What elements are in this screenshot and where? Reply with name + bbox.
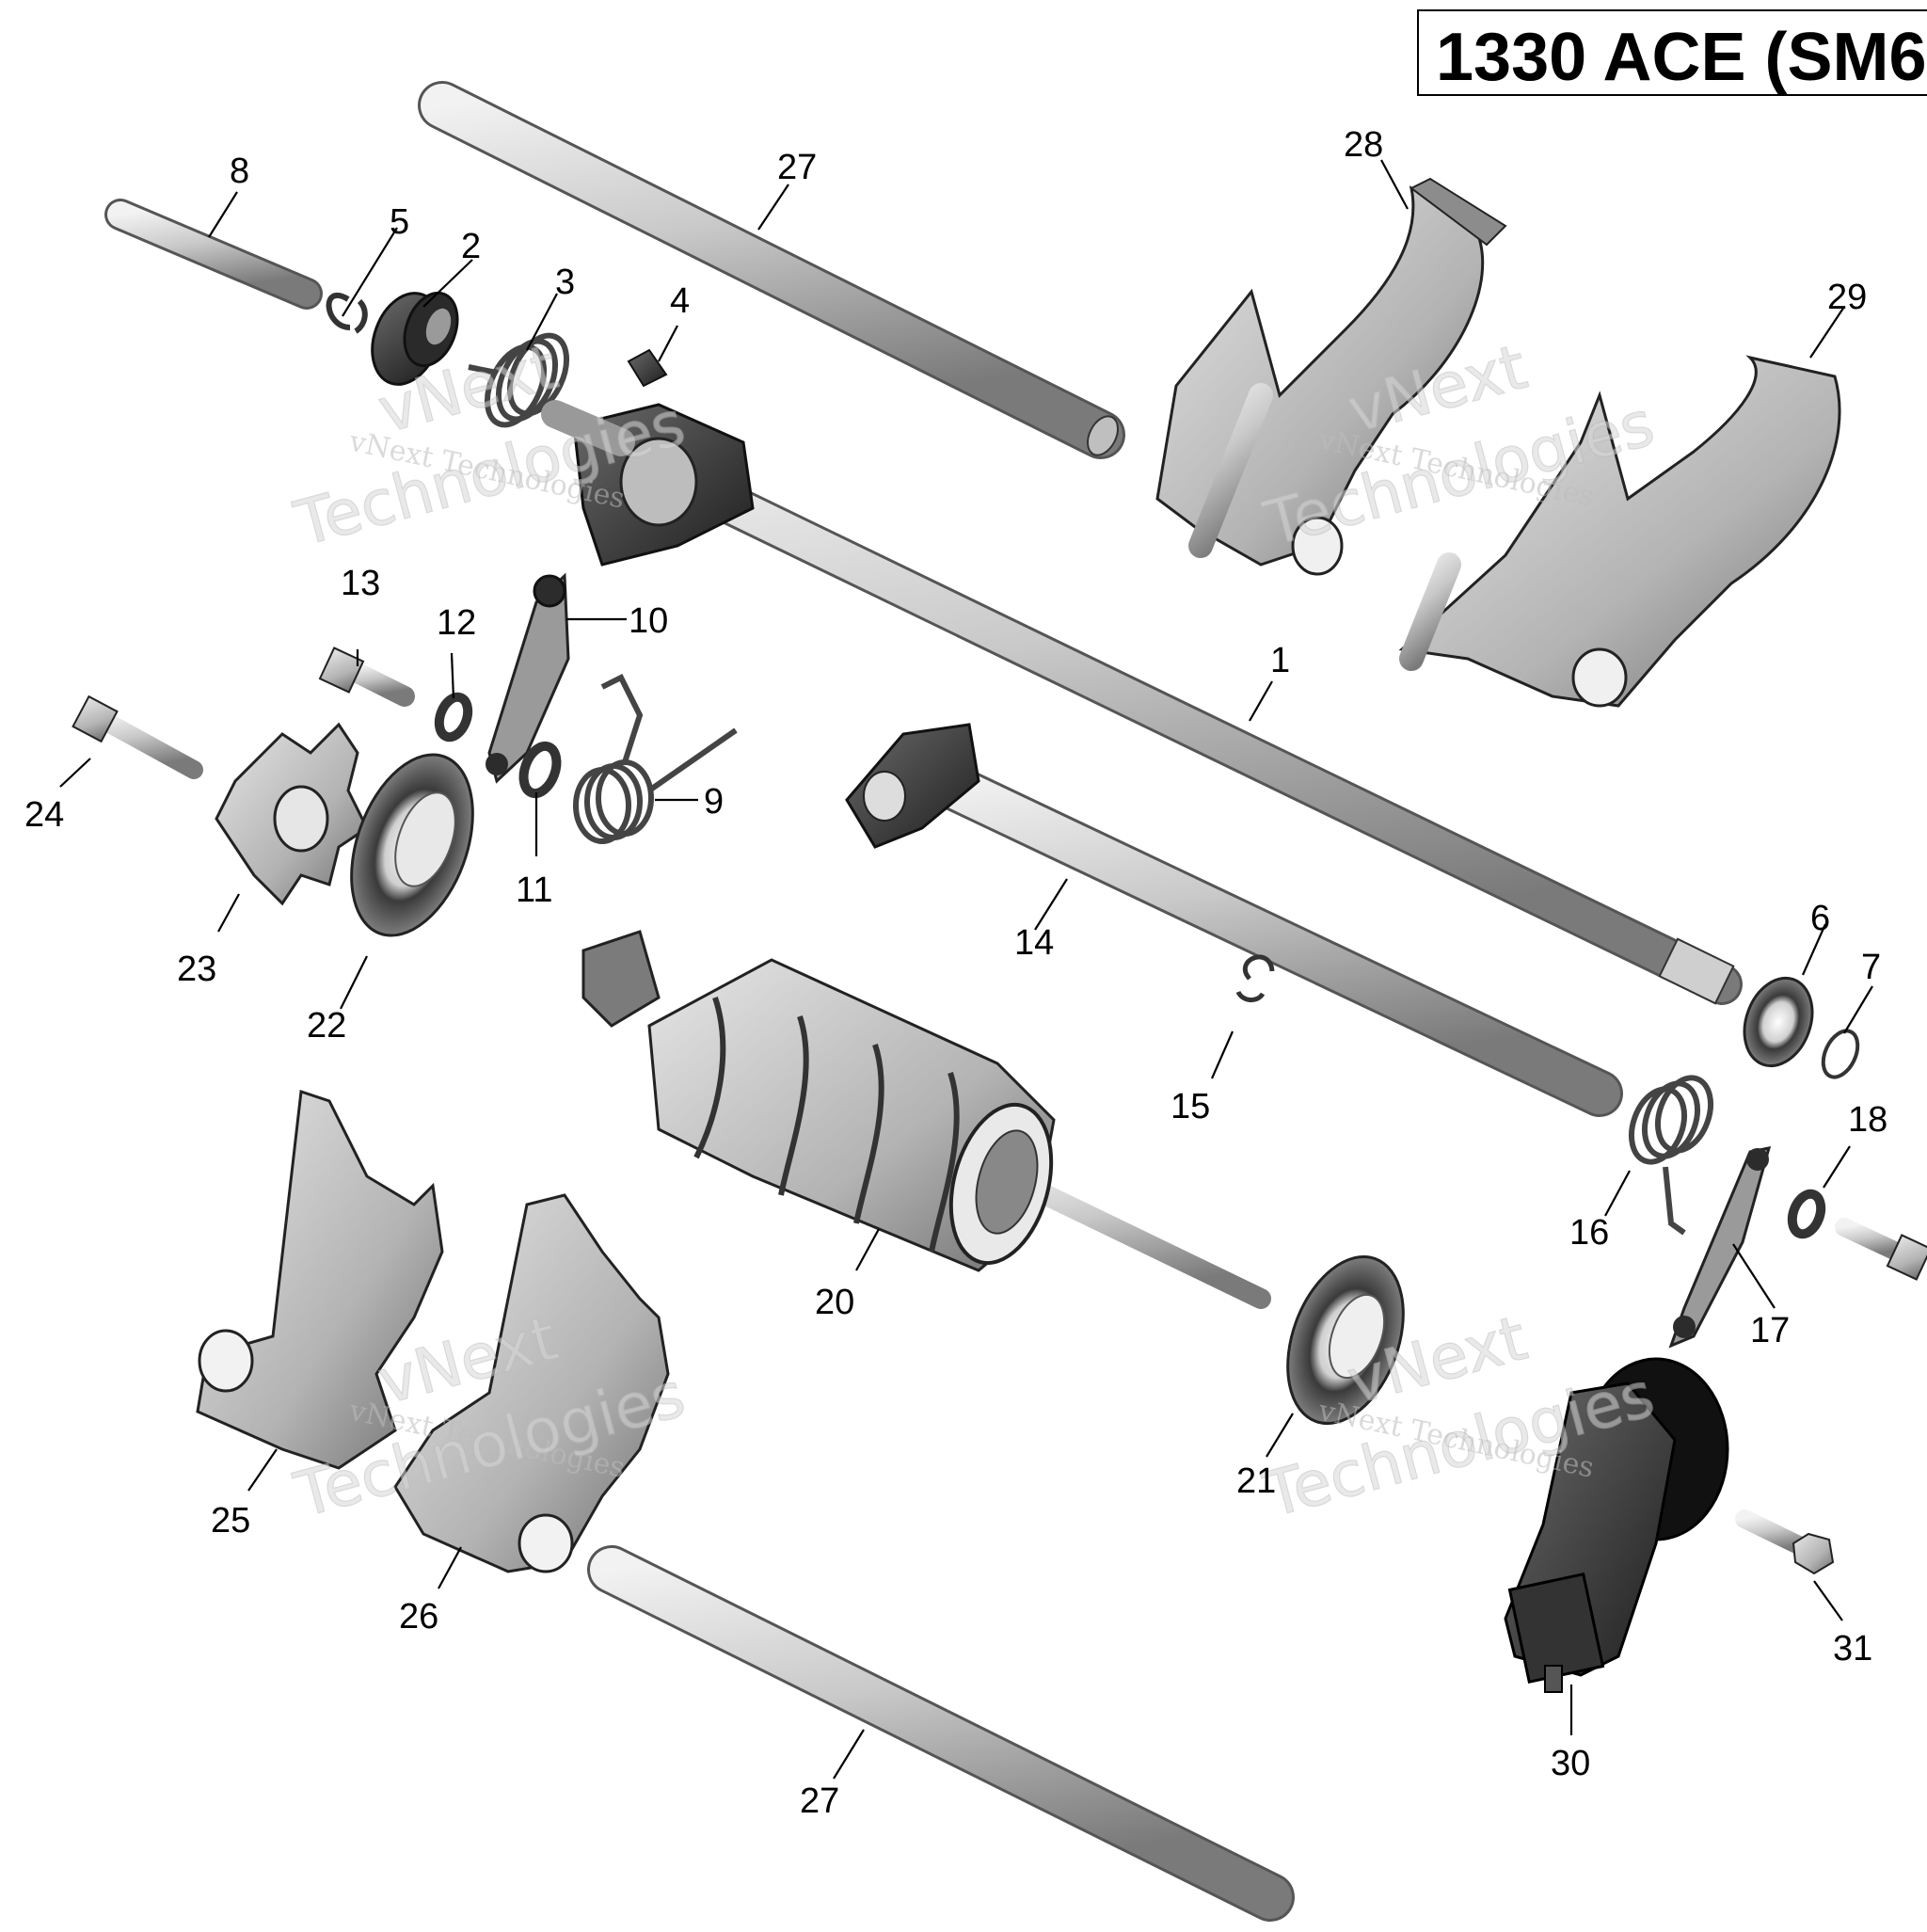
part-15-circlip (1235, 954, 1275, 1002)
part-9-torsion-spring (573, 673, 738, 844)
part-18-washer (1787, 1189, 1826, 1239)
leader-lines (59, 159, 1873, 1780)
callout-3: 3 (555, 263, 575, 302)
callout-21: 21 (1236, 1461, 1276, 1501)
model-title: 1330 ACE (SM6 (1436, 20, 1927, 95)
part-28-shift-fork (1155, 177, 1507, 576)
callout-labels: 8 5 2 3 4 27 28 29 1 10 12 13 9 11 24 14… (24, 125, 1887, 1821)
callout-29: 29 (1827, 278, 1867, 317)
callout-12: 12 (437, 603, 476, 643)
callout-2: 2 (461, 227, 481, 266)
part-22-bearing (350, 753, 474, 937)
callout-11: 11 (516, 870, 552, 910)
callout-20: 20 (815, 1283, 854, 1322)
part-30-position-sensor (1504, 1357, 1729, 1693)
callout-28: 28 (1344, 125, 1383, 165)
part-14-shaft (845, 723, 1623, 1117)
callout-23: 23 (177, 950, 216, 989)
part-4-key (627, 348, 668, 388)
callout-1: 1 (1270, 641, 1290, 680)
callout-16: 16 (1569, 1213, 1609, 1253)
callout-14: 14 (1014, 923, 1054, 963)
part-1-shift-shaft (541, 400, 1743, 1005)
callout-27-top: 27 (777, 148, 817, 187)
part-20-shift-drum (581, 930, 1271, 1309)
part-27-upper-shaft (418, 81, 1125, 459)
part-7-o-ring (1821, 1029, 1860, 1079)
part-25-shift-fork (196, 1089, 444, 1470)
callout-27-bottom: 27 (800, 1781, 839, 1821)
part-2-bushing (371, 291, 459, 386)
callout-9: 9 (704, 782, 724, 822)
callout-24: 24 (24, 795, 64, 835)
part-6-collar (1743, 976, 1814, 1068)
part-5-circlip (326, 293, 368, 334)
callout-8: 8 (230, 152, 249, 191)
callout-13: 13 (341, 564, 380, 603)
callout-30: 30 (1551, 1744, 1590, 1783)
callout-4: 4 (670, 281, 690, 321)
part-26-shift-fork (393, 1193, 670, 1573)
part-12-washer (434, 692, 473, 742)
part-11-washer (518, 741, 562, 799)
callout-10: 10 (629, 601, 668, 641)
part-27-lower-shaft (587, 1545, 1295, 1922)
callout-22: 22 (307, 1006, 346, 1046)
callout-31: 31 (1833, 1629, 1872, 1669)
part-16-spring (1628, 1075, 1714, 1236)
callout-15: 15 (1171, 1087, 1210, 1126)
part-23-star-wheel (215, 722, 369, 906)
callout-17: 17 (1750, 1311, 1790, 1350)
part-21-bearing (1286, 1254, 1405, 1426)
callout-7: 7 (1861, 948, 1881, 987)
callout-25: 25 (211, 1501, 250, 1541)
callout-26: 26 (399, 1597, 438, 1637)
part-29-shift-fork (1398, 355, 1841, 708)
part-8-pin (104, 199, 323, 310)
part-17-lever (1668, 1146, 1772, 1349)
part-bolt-right-edge (1835, 1218, 1927, 1281)
model-title-box: 1330 ACE (SM6 (1417, 9, 1927, 96)
part-13-bolt (318, 647, 415, 707)
callout-18: 18 (1848, 1100, 1887, 1140)
part-31-bolt (1735, 1509, 1835, 1575)
part-24-bolt (72, 695, 203, 779)
callout-6: 6 (1810, 899, 1830, 938)
part-3-spring (468, 332, 570, 428)
callout-5: 5 (390, 202, 409, 242)
